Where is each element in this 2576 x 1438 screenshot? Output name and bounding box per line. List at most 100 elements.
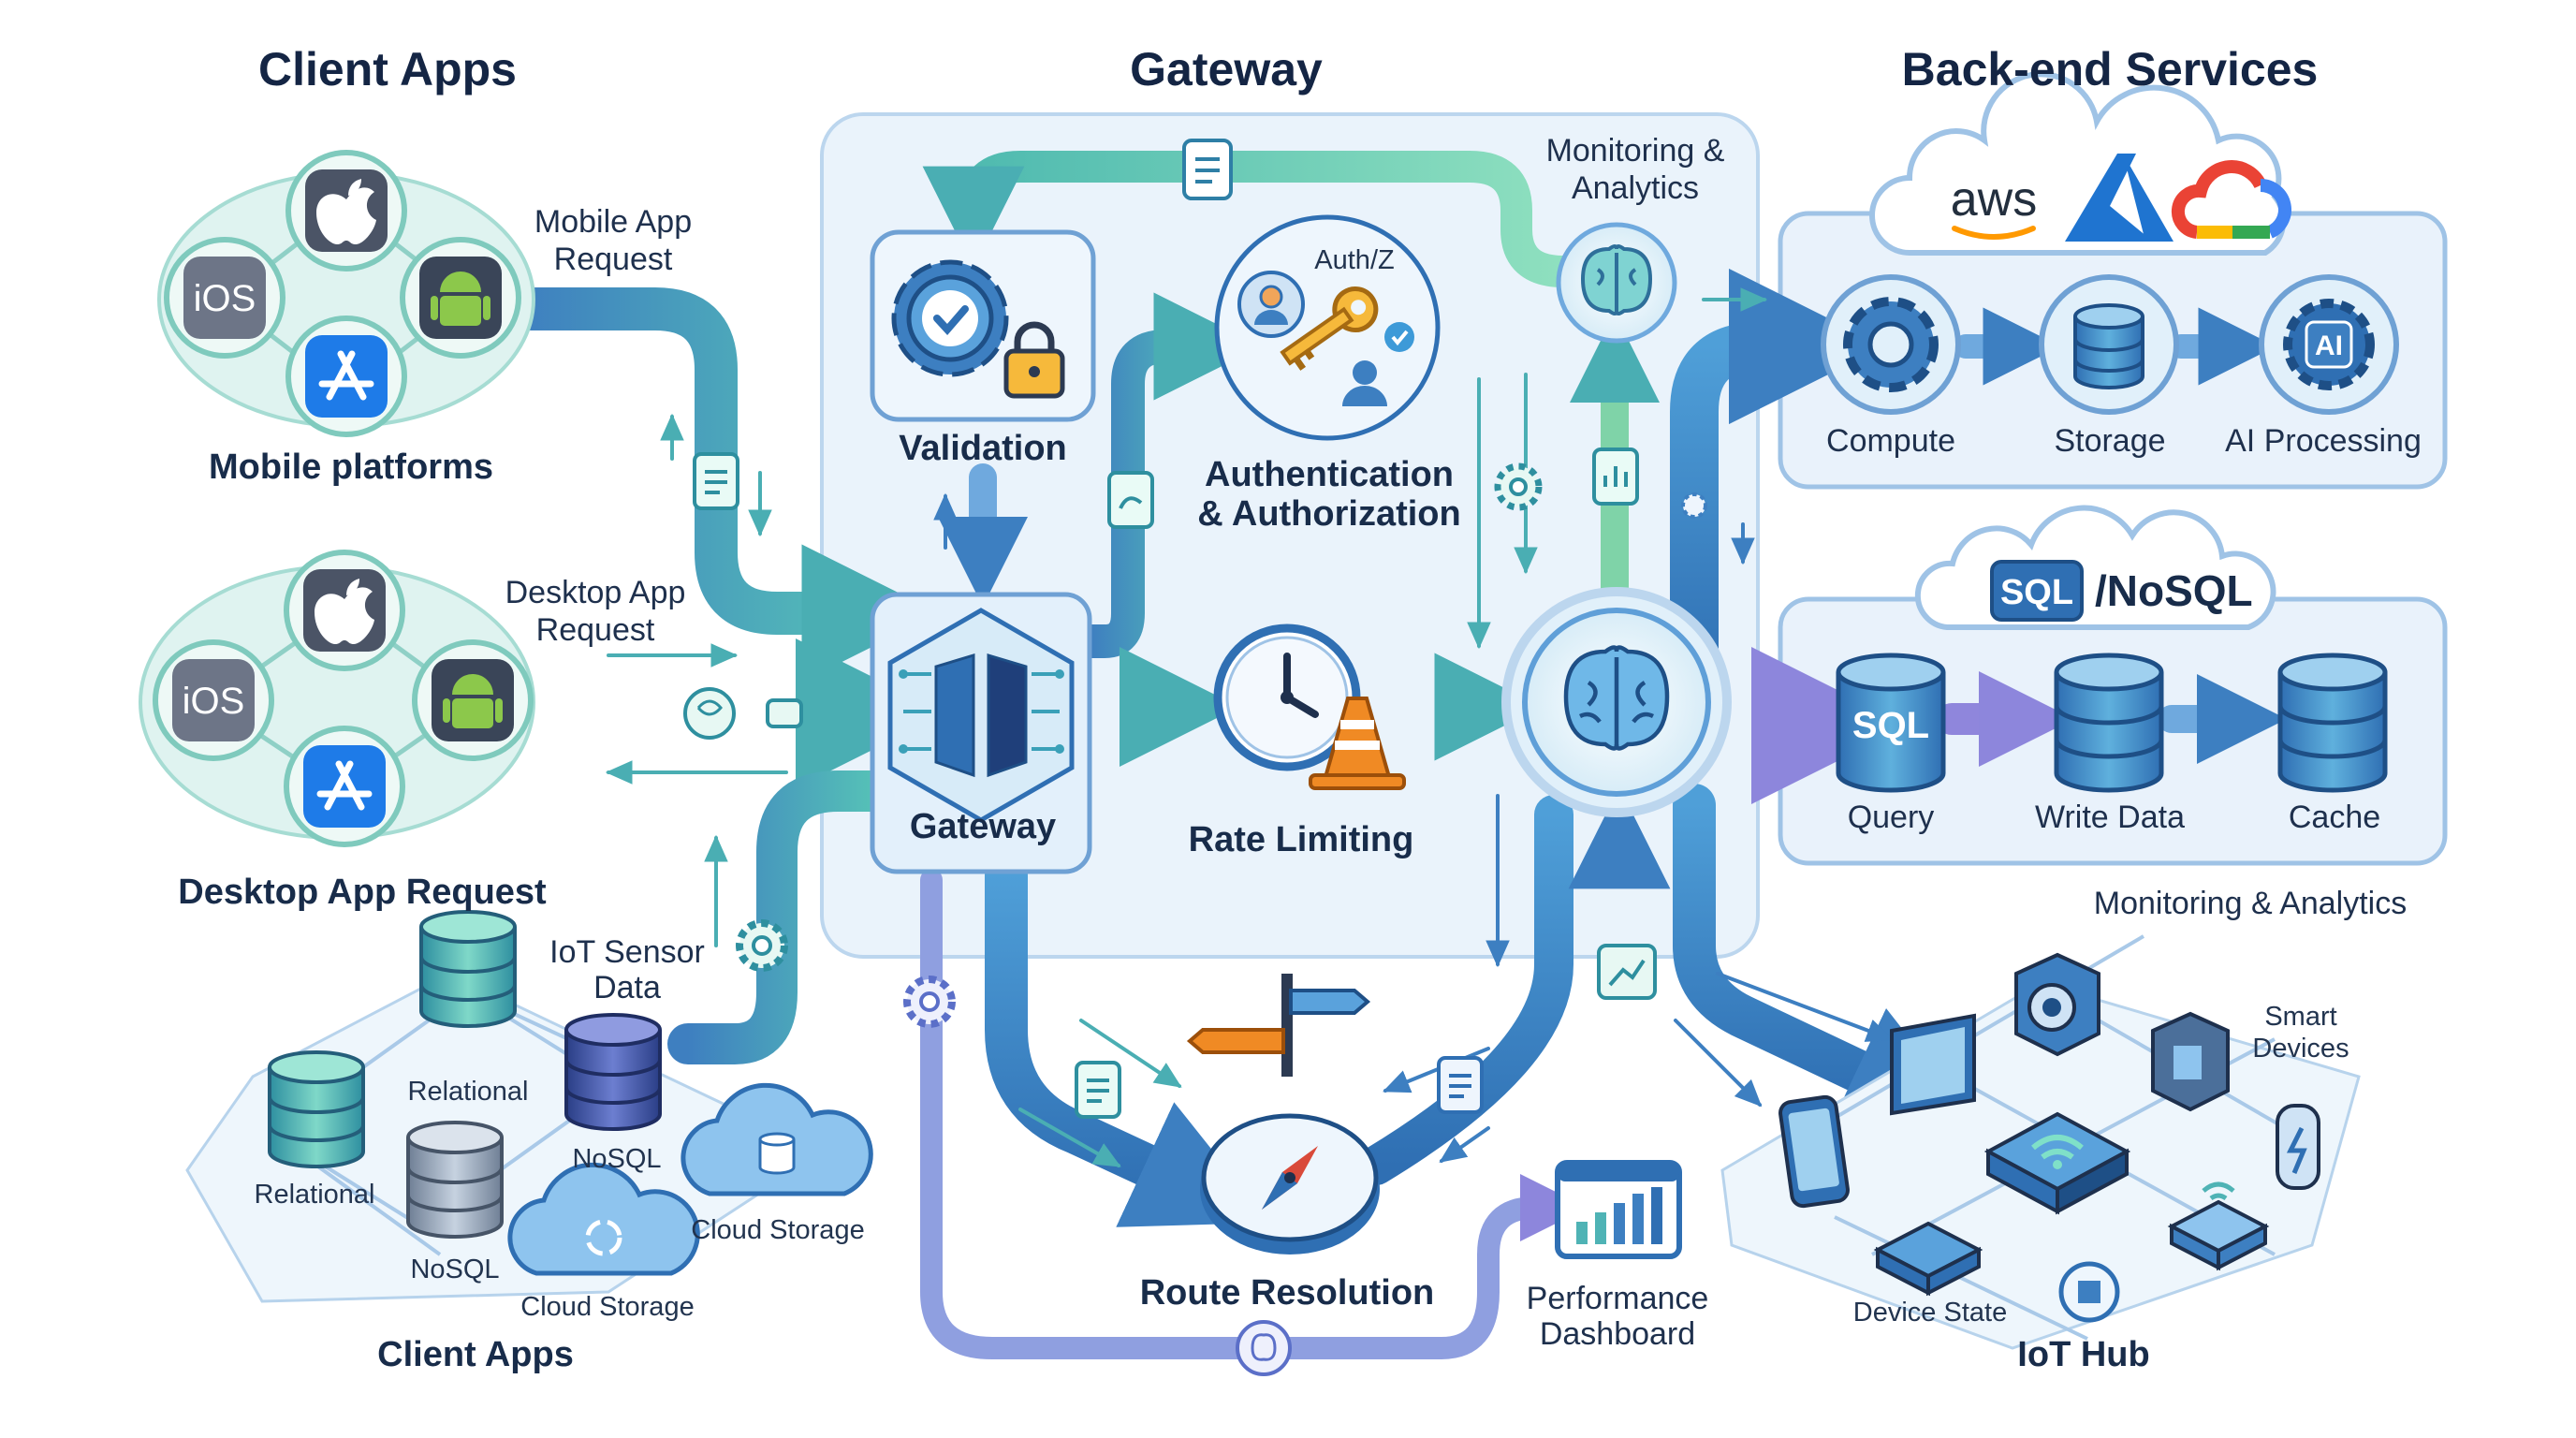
device-state-icon xyxy=(1873,1221,1983,1297)
chip-icon xyxy=(683,687,736,740)
mobile-platforms-label: Mobile platforms xyxy=(208,448,494,487)
validation-label: Validation xyxy=(899,429,1067,468)
rate-limiting-label: Rate Limiting xyxy=(1188,820,1414,859)
pipe-gateway-to-auth xyxy=(1074,292,1262,658)
authn-label-line2: & Authorization xyxy=(1197,494,1461,534)
route-resolution-label: Route Resolution xyxy=(1139,1273,1435,1313)
gcp-logo-icon xyxy=(2171,160,2291,239)
client-apps-footer-label: Client Apps xyxy=(377,1335,574,1374)
column-title-backend: Back-end Services xyxy=(1901,43,2319,95)
cloud-storage-label-b: Cloud Storage xyxy=(520,1292,695,1322)
column-title-gateway: Gateway xyxy=(1130,43,1323,95)
iot-hub-label: IoT Hub xyxy=(2017,1335,2150,1374)
signpost-icon xyxy=(1186,974,1371,1077)
cloud-providers: aws xyxy=(1869,71,2291,256)
brain-icon xyxy=(1580,244,1653,315)
compute-node xyxy=(1821,274,1961,415)
desktop-platforms-cluster: iOS xyxy=(139,550,535,847)
storage-node xyxy=(2039,274,2179,415)
app-store-icon xyxy=(285,315,407,437)
android-icon xyxy=(400,237,521,359)
chip-icon: AI xyxy=(2283,299,2375,390)
user-icon xyxy=(1342,360,1387,406)
desktop-request-label-line1: Desktop App xyxy=(505,575,686,610)
ios-icon: iOS xyxy=(153,639,274,761)
router-hub-icon xyxy=(1983,1111,2131,1215)
smart-devices-label-line2: Devices xyxy=(2252,1034,2349,1064)
gateway-core xyxy=(870,592,1092,874)
gear-icon xyxy=(1494,462,1543,511)
ios-label: iOS xyxy=(183,681,245,722)
iot-sensor-label-line2: Data xyxy=(593,970,661,1005)
validation-card xyxy=(870,229,1096,422)
iot-hub xyxy=(1720,934,2361,1350)
chip-icon xyxy=(766,698,803,728)
gateway-core-label: Gateway xyxy=(909,807,1057,846)
pipe-bottom-loop xyxy=(920,869,1588,1359)
monitor-icon xyxy=(1890,1013,1976,1116)
mobile-request-label-line1: Mobile App xyxy=(534,204,693,240)
desktop-app-request-label: Desktop App Request xyxy=(178,873,547,912)
bar-chart-icon xyxy=(1597,944,1657,1000)
mobile-request-label-line2: Request xyxy=(553,242,673,277)
sql-nosql-title: SQL /NoSQL xyxy=(1914,505,2276,630)
performance-label-line1: Performance xyxy=(1526,1281,1709,1316)
cloud-storage-label-a: Cloud Storage xyxy=(691,1215,865,1245)
database-icon xyxy=(564,1013,662,1131)
smartphone-icon xyxy=(1778,1094,1850,1209)
apple-icon xyxy=(285,150,407,271)
user-icon xyxy=(1237,271,1305,338)
rate-limiting-card xyxy=(1213,624,1406,790)
authz-badge-label: Auth/Z xyxy=(1314,245,1395,275)
cache-node xyxy=(2277,653,2388,793)
database-icon xyxy=(268,1050,365,1168)
sql-badge: SQL xyxy=(2000,573,2073,612)
key-icon xyxy=(1280,286,1379,371)
backend-monitoring-label: Monitoring & Analytics xyxy=(2093,886,2408,921)
smart-devices-label-line1: Smart xyxy=(2264,1002,2337,1032)
write-data-node xyxy=(2054,653,2164,793)
pipe-route-to-brain xyxy=(1356,795,1573,1185)
compass-icon xyxy=(1200,1113,1380,1255)
wifi-box-icon xyxy=(2167,1181,2270,1271)
pipe-monitor-return xyxy=(922,151,1579,287)
gear-icon xyxy=(903,976,956,1028)
desktop-request-label-line2: Request xyxy=(535,612,655,648)
query-node: SQL xyxy=(1836,653,1946,793)
traffic-cone-icon xyxy=(1309,697,1406,790)
performance-dashboard-node xyxy=(1555,944,1682,1259)
gear-check-icon xyxy=(891,259,1009,377)
client-data-stores xyxy=(185,910,873,1303)
cloud-icon xyxy=(507,1162,700,1276)
document-icon xyxy=(693,452,739,510)
document-icon xyxy=(1107,471,1154,529)
gear-icon xyxy=(736,919,788,972)
mobile-platforms-cluster: iOS xyxy=(157,150,535,437)
pipe-badges xyxy=(683,139,1707,1376)
database-icon xyxy=(2073,303,2144,389)
performance-label-line2: Dashboard xyxy=(1539,1316,1696,1352)
gear-icon xyxy=(1681,492,1707,519)
ios-label: iOS xyxy=(194,278,256,319)
padlock-icon xyxy=(1003,321,1065,399)
ai-processing-label: AI Processing xyxy=(2225,423,2422,459)
document-icon xyxy=(1437,1056,1484,1114)
auth-card xyxy=(1214,214,1441,441)
monitoring-top-label-line1: Monitoring & xyxy=(1545,133,1725,169)
route-resolution-node xyxy=(1186,974,1380,1255)
document-icon xyxy=(1075,1061,1121,1119)
document-icon xyxy=(1182,139,1233,200)
cloud-icon xyxy=(681,1082,873,1196)
bar-chart-icon xyxy=(1576,1187,1662,1244)
ios-icon: iOS xyxy=(164,237,285,359)
cache-label: Cache xyxy=(2288,800,2381,835)
gear-icon xyxy=(1843,297,1939,392)
app-store-icon xyxy=(284,726,405,847)
query-label: Query xyxy=(1847,800,1935,835)
brain-icon xyxy=(1563,645,1670,751)
flow-pipes xyxy=(498,151,2288,1359)
database-icon xyxy=(419,910,517,1028)
apple-icon xyxy=(284,550,405,671)
storage-label: Storage xyxy=(2054,423,2166,459)
